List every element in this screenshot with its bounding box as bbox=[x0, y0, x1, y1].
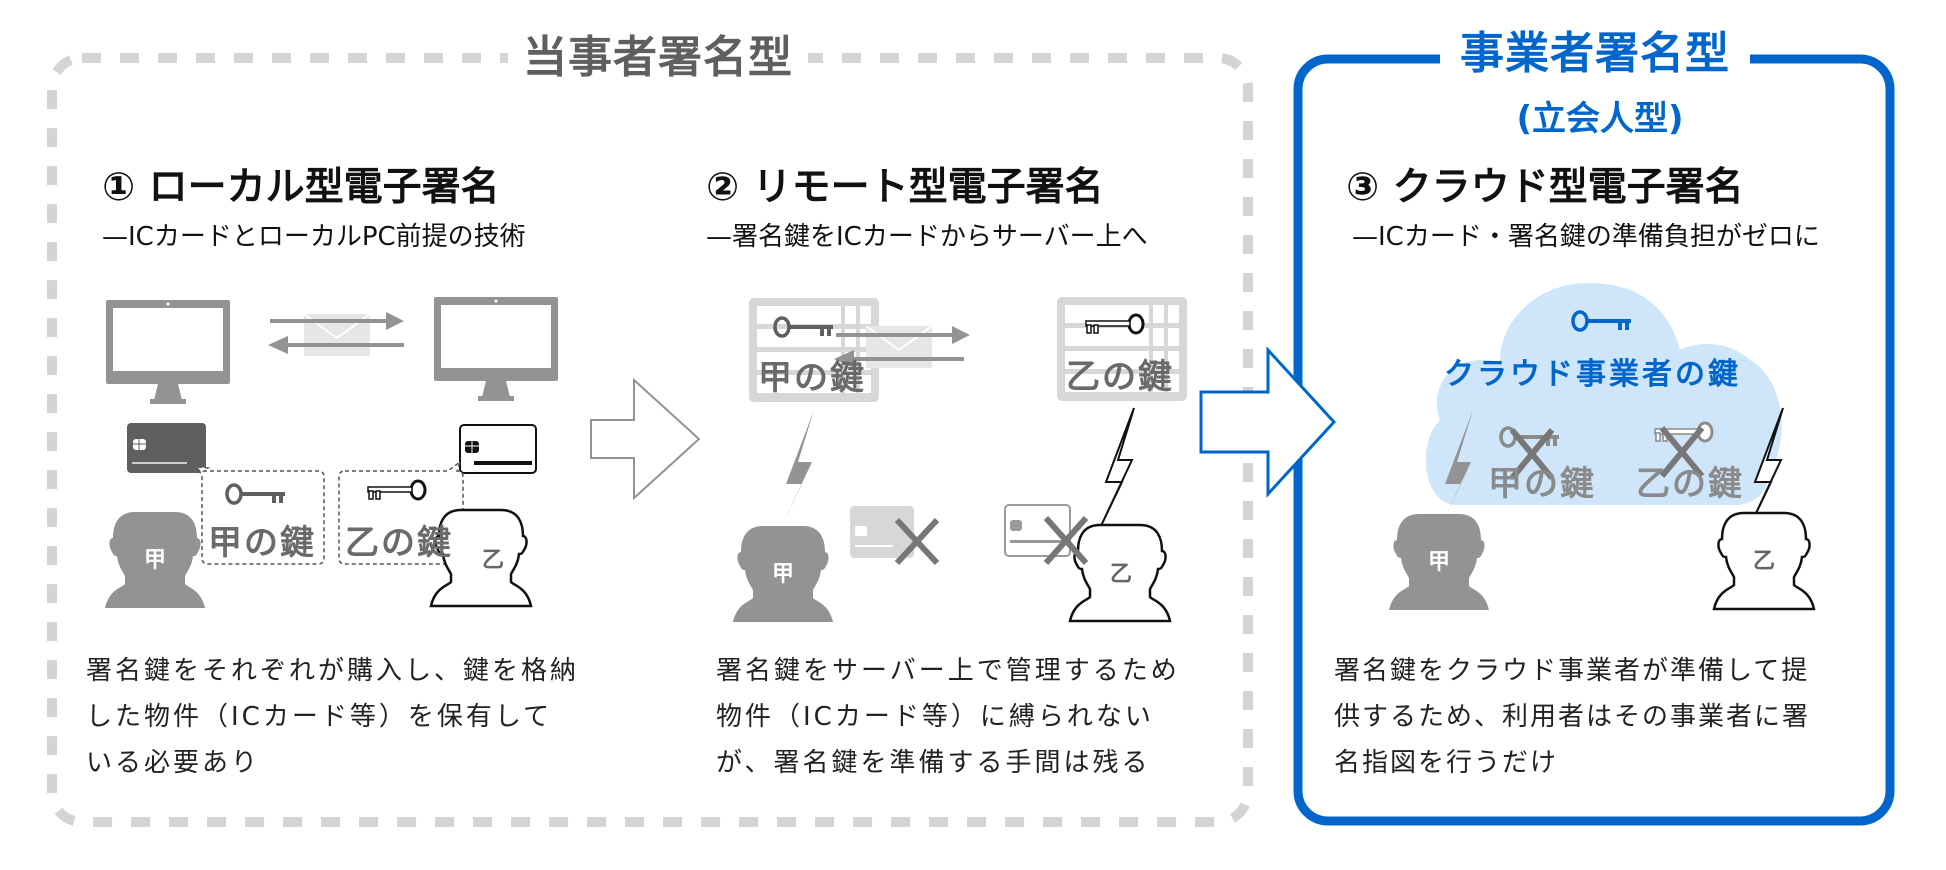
description-line: 名指図を行うだけ bbox=[1334, 748, 1559, 778]
description-line: した物件（ICカード等）を保有して bbox=[86, 702, 553, 732]
description-line: 物件（ICカード等）に縛られない bbox=[716, 702, 1154, 732]
key-label: 乙の鍵 bbox=[1636, 464, 1744, 504]
person-label: 甲 bbox=[144, 548, 167, 573]
lightning-icon bbox=[1099, 407, 1135, 529]
arrow-right-icon bbox=[836, 326, 970, 344]
ic-card-icon bbox=[1004, 504, 1071, 557]
person-label: 乙 bbox=[1110, 562, 1133, 587]
key-label: 甲の鍵 bbox=[758, 358, 866, 398]
description-line: いる必要あり bbox=[86, 748, 261, 778]
ic-card-icon bbox=[127, 423, 206, 473]
arrow-right-icon bbox=[590, 377, 701, 501]
cloud-provider-key-label: クラウド事業者の鍵 bbox=[1444, 357, 1741, 392]
section-1-heading: ① ローカル型電子署名 bbox=[102, 165, 500, 210]
arrow-left-icon bbox=[834, 350, 964, 368]
section-2-subtitle: —署名鍵をICカードからサーバー上へ bbox=[706, 222, 1148, 252]
section-3-subtitle: —ICカード・署名鍵の準備負担がゼロに bbox=[1352, 222, 1820, 252]
description-line: 供するため、利用者はその事業者に署 bbox=[1334, 702, 1811, 732]
key-callout bbox=[196, 466, 325, 565]
key-label: 乙の鍵 bbox=[1066, 357, 1174, 397]
arrow-right-icon bbox=[1199, 346, 1337, 498]
cross-icon bbox=[1659, 426, 1705, 478]
section-3-heading: ③ クラウド型電子署名 bbox=[1346, 165, 1744, 210]
section-1-subtitle: —ICカードとローカルPC前提の技術 bbox=[102, 222, 526, 252]
section-2-description: 署名鍵をサーバー上で管理するため 物件（ICカード等）に縛られない が、署名鍵を… bbox=[716, 648, 1180, 786]
description-line: 署名鍵をサーバー上で管理するため bbox=[716, 656, 1180, 686]
description-line: が、署名鍵を準備する手間は残る bbox=[716, 748, 1151, 778]
person-label: 乙 bbox=[1753, 549, 1776, 574]
key-label: 甲の鍵 bbox=[208, 523, 316, 563]
cloud-icon bbox=[1425, 282, 1782, 505]
provider-signature-subtitle: (立会人型) bbox=[1516, 99, 1684, 139]
person-label: 乙 bbox=[482, 548, 505, 573]
monitor-icon bbox=[106, 300, 230, 404]
person-label: 甲 bbox=[772, 562, 795, 587]
monitor-icon bbox=[434, 297, 558, 401]
section-1-description: 署名鍵をそれぞれが購入し、鍵を格納 した物件（ICカード等）を保有して いる必要… bbox=[86, 648, 579, 786]
ic-card-icon bbox=[459, 424, 537, 474]
description-line: 署名鍵をクラウド事業者が準備して提 bbox=[1334, 656, 1810, 686]
party-signature-title: 当事者署名型 bbox=[508, 30, 808, 86]
cross-icon bbox=[1043, 516, 1089, 565]
envelope-icon bbox=[865, 325, 933, 369]
key-label: 甲の鍵 bbox=[1488, 464, 1596, 504]
section-3-description: 署名鍵をクラウド事業者が準備して提 供するため、利用者はその事業者に署 名指図を… bbox=[1334, 648, 1810, 786]
lightning-icon bbox=[780, 410, 814, 530]
section-2-heading: ② リモート型電子署名 bbox=[706, 165, 1104, 210]
ic-card-icon bbox=[850, 506, 914, 558]
arrow-left-icon bbox=[268, 336, 404, 354]
person-label: 甲 bbox=[1428, 550, 1451, 575]
arrow-right-icon bbox=[270, 312, 404, 330]
provider-signature-title: 事業者署名型 bbox=[1440, 26, 1750, 82]
cross-icon bbox=[894, 517, 940, 566]
key-label: 乙の鍵 bbox=[345, 523, 453, 563]
description-line: 署名鍵をそれぞれが購入し、鍵を格納 bbox=[86, 656, 580, 686]
cross-icon bbox=[1509, 428, 1555, 480]
